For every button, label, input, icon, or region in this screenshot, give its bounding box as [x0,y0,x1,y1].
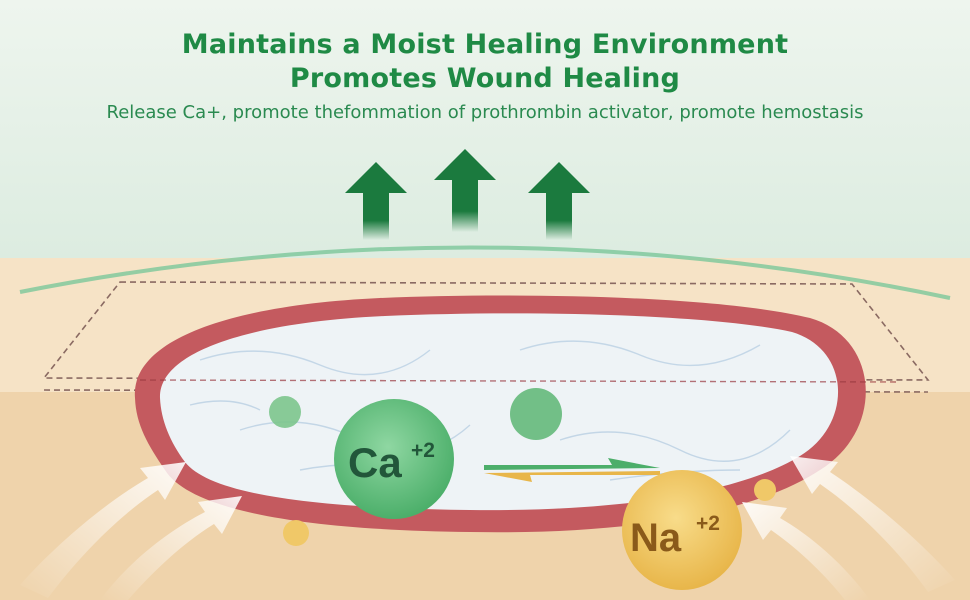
pressure-arrow-icon [100,496,242,600]
sky-background [0,0,970,262]
small-sodium-dot [754,479,776,501]
headline-wound-healing: Promotes Wound Healing [289,63,681,94]
headline-moist-environment: Maintains a Moist Healing Environment [181,29,789,60]
dressing-dashed-line [139,379,901,383]
subtitle-description: Release Ca+, promote thefommation of pro… [106,102,864,123]
pressure-arrow-icon [790,456,955,592]
pressure-arrow-icon [742,502,870,600]
calcium-symbol: Ca [348,439,402,486]
calcium-ion: Ca +2 [334,399,454,519]
small-bubble [269,396,301,428]
upward-arrow-icon [434,149,496,232]
small-bubble [510,388,562,440]
ion-exchange-arrows [484,458,660,482]
sodium-symbol: Na [630,516,682,560]
wound-inner-bed [159,313,839,511]
upward-arrow-icon [345,162,407,240]
sodium-charge: +2 [696,512,720,535]
upward-arrow-icon [528,162,590,240]
pressure-arrow-icon [20,462,186,598]
dressing-membrane-curve [19,245,951,300]
sodium-ion: Na +2 [622,470,742,590]
small-sodium-dot [283,520,309,546]
calcium-charge: +2 [411,439,435,462]
